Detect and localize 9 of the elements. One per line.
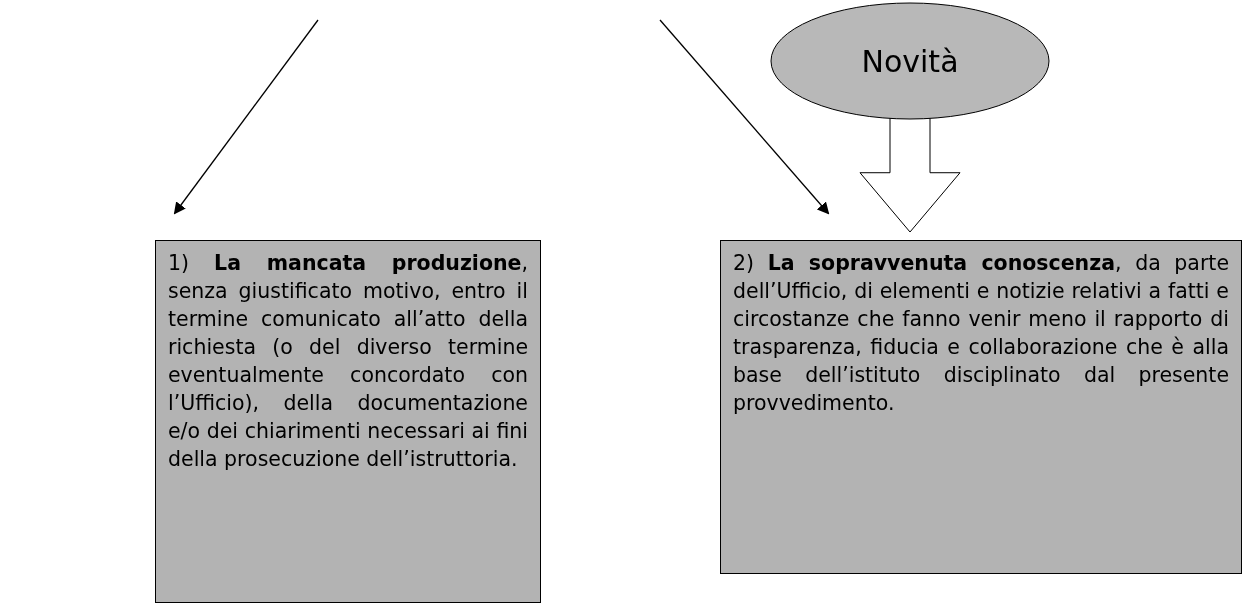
text-box [155,240,541,603]
paragraph: 1) La mancata produzione, senza giustificato motivo, entro il termine comunicato all’atto della richiesta (o del diverso termine eventualmente concordato con l’Ufficio), della documentazione e/o dei chiarimenti necessari ai fini della prosecuzione dell’istruttoria. [168,250,528,473]
block-arrow [859,117,961,233]
text-box [720,240,1242,574]
ellipse-node [770,2,1050,120]
arrow [659,19,830,215]
paragraph: 2) La sopravvenuta conoscenza, da parte dell’Ufficio, di elementi e notizie relativi a fatti e circostanze che fanno venir meno il rapporto di trasparenza, fiducia e collaborazione che è alla base dell’istituto disciplinato dal presente provvedimento. [733,250,1229,417]
arrow [173,19,319,215]
node-title: Novità [861,43,959,79]
